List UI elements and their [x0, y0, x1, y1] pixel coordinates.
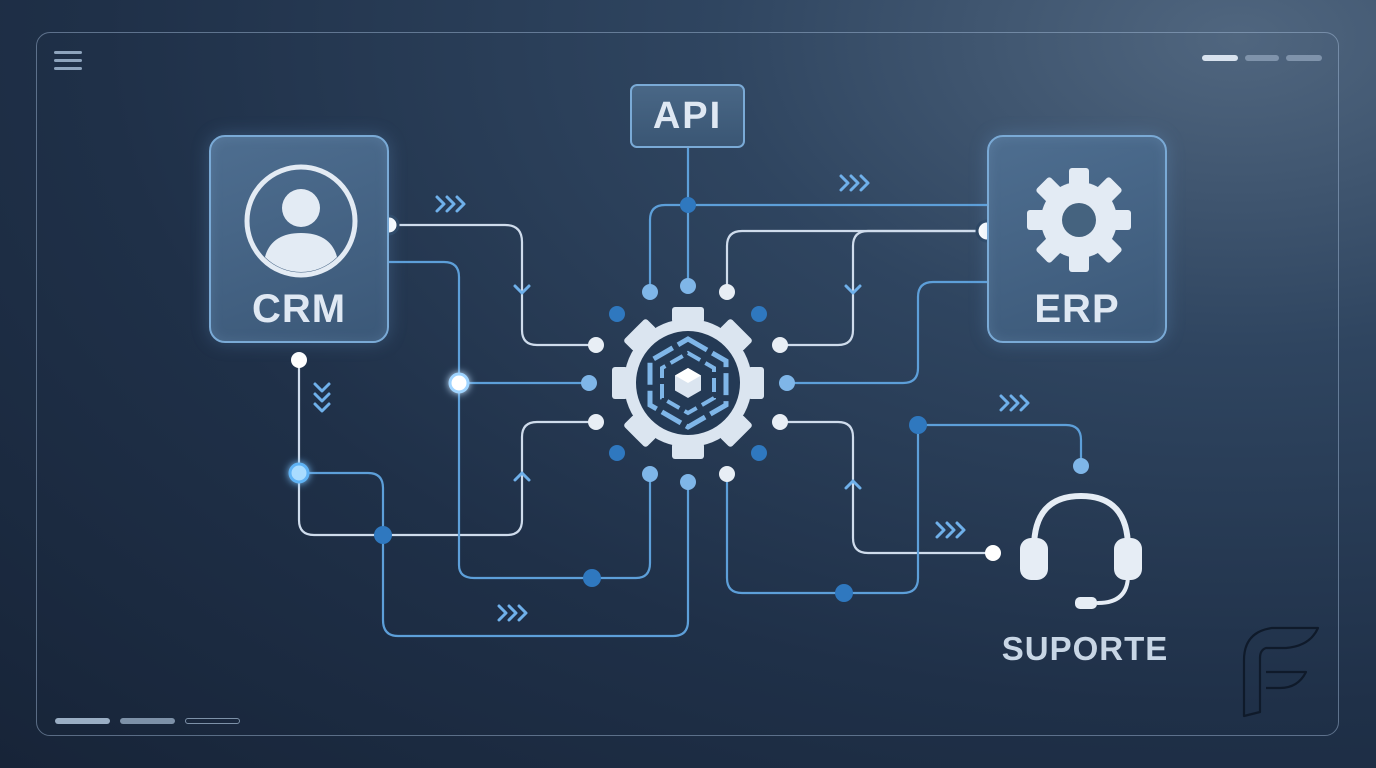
flow-arrow-down	[513, 284, 531, 295]
wire-erp-to-hub-top	[725, 229, 989, 294]
wire-crm-to-hub	[387, 223, 598, 347]
api-node[interactable]: API	[630, 84, 745, 148]
hamburger-menu-icon[interactable]	[54, 51, 82, 71]
support-label: SUPORTE	[1001, 630, 1169, 667]
flow-arrow-right	[497, 604, 528, 622]
wire-crm-right-trunk	[387, 260, 652, 580]
flow-arrow-right	[435, 195, 466, 213]
glowing-nodes	[288, 372, 470, 484]
screen-frame	[36, 32, 1339, 736]
gear-icon	[1027, 168, 1131, 272]
progress-segment	[55, 718, 110, 724]
wire-api-left-to-hub	[648, 203, 690, 294]
pager-indicator[interactable]	[1245, 55, 1279, 61]
wire-hub-to-support	[778, 420, 995, 555]
f-logo-icon	[1242, 626, 1320, 718]
flow-arrow-right	[999, 394, 1030, 412]
wire-crm-glow-branch	[297, 471, 690, 638]
flow-arrow-up	[844, 479, 862, 490]
pager-indicator-active[interactable]	[1202, 55, 1238, 61]
wire-erp-to-hub-right	[778, 229, 989, 347]
flow-arrow-up	[513, 471, 531, 482]
wire-erp-lower-to-hub	[785, 280, 989, 385]
flow-arrow-down	[313, 382, 331, 413]
user-icon	[244, 164, 358, 278]
erp-label: ERP	[1034, 287, 1120, 331]
wire-hub-bottom-right	[725, 423, 920, 595]
flow-arrow-right	[839, 174, 870, 192]
progress-segment	[120, 718, 175, 724]
central-gear-hub-icon	[612, 307, 764, 459]
wire-to-support-top	[916, 423, 1083, 468]
flow-arrow-right	[935, 521, 966, 539]
headset-icon	[1020, 492, 1142, 609]
crm-label: CRM	[251, 287, 347, 331]
hub-port-dots	[581, 278, 795, 490]
wire-crm-down-to-hub	[297, 360, 598, 537]
pager-indicator[interactable]	[1286, 55, 1322, 61]
erp-node[interactable]: ERP	[987, 135, 1167, 343]
flow-arrow-down	[844, 284, 862, 295]
progress-segment	[185, 718, 240, 724]
crm-node[interactable]: CRM	[209, 135, 389, 343]
